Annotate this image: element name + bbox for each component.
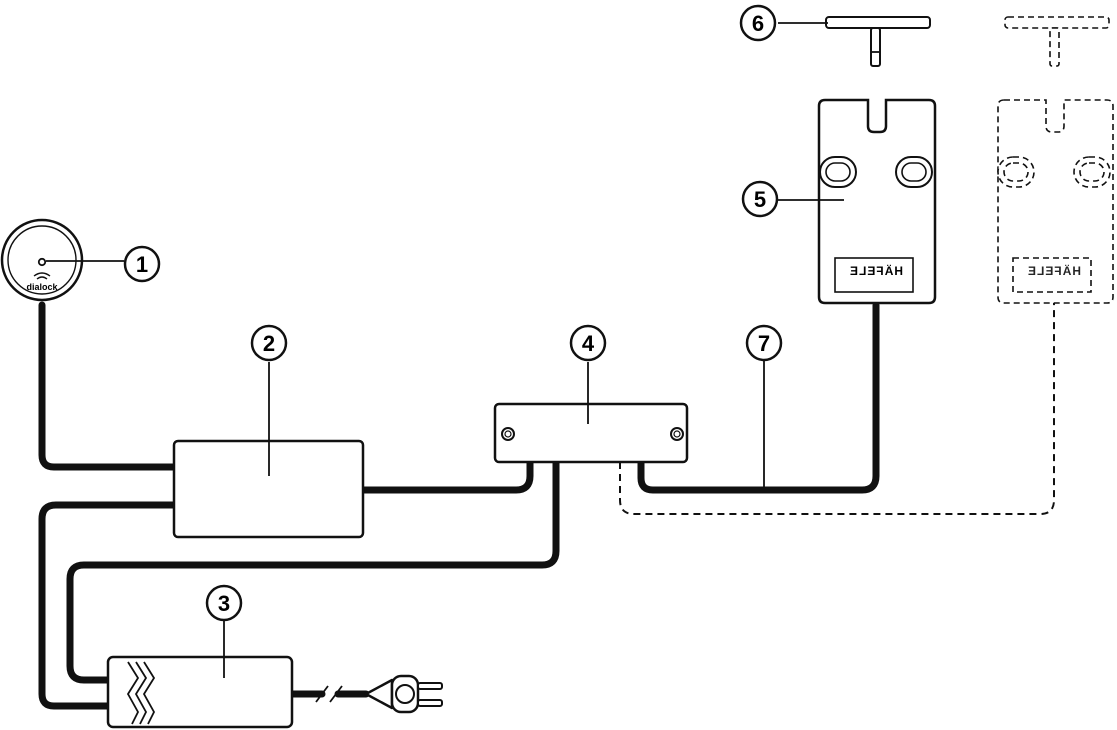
cable-distributor-to-power (66, 458, 560, 684)
callout-4-label: 4 (582, 331, 595, 356)
callout-1-label: 1 (136, 252, 148, 277)
callout-2: 2 (250, 324, 288, 362)
distributor-box (493, 402, 689, 464)
callout-7: 7 (745, 324, 783, 362)
screw-right-icon (670, 427, 684, 441)
lock-brand-text: HÄFELE (849, 263, 903, 278)
callout-5: 5 (741, 180, 779, 218)
cable-break-mark-1 (315, 685, 329, 703)
callout-6: 6 (739, 4, 777, 42)
t-key (825, 16, 931, 67)
power-supply (106, 655, 294, 729)
reader-led-icon (37, 257, 47, 267)
reader-terminal: dialock (0, 218, 84, 302)
cable-control-to-distributor (359, 458, 534, 494)
cable-reader-to-control (38, 301, 178, 471)
callout-4: 4 (569, 324, 607, 362)
callout-2-label: 2 (263, 331, 275, 356)
t-key-optional (1004, 16, 1110, 67)
leader-lines (46, 22, 844, 678)
callout-5-label: 5 (754, 187, 766, 212)
callout-3-label: 3 (218, 591, 230, 616)
callout-7-label: 7 (758, 331, 770, 356)
cable-distributor-to-lock (637, 301, 880, 494)
callout-3: 3 (205, 584, 243, 622)
cable-break-mark-2 (329, 685, 343, 703)
mains-plug-icon (364, 674, 443, 714)
lock-brand-text-optional: HÄFELE (1027, 263, 1081, 278)
cable-optional-second-lock (619, 303, 1055, 515)
wireless-signal-icon (33, 272, 51, 280)
reader-logo-text: dialock (26, 282, 58, 292)
lock-unit: HÄFELE (817, 98, 937, 305)
lock-unit-optional: HÄFELE (997, 99, 1114, 304)
callout-6-label: 6 (752, 11, 764, 36)
callout-1: 1 (123, 245, 161, 283)
cables (38, 301, 1055, 710)
cable-control-to-power (38, 501, 178, 710)
screw-left-icon (501, 427, 515, 441)
